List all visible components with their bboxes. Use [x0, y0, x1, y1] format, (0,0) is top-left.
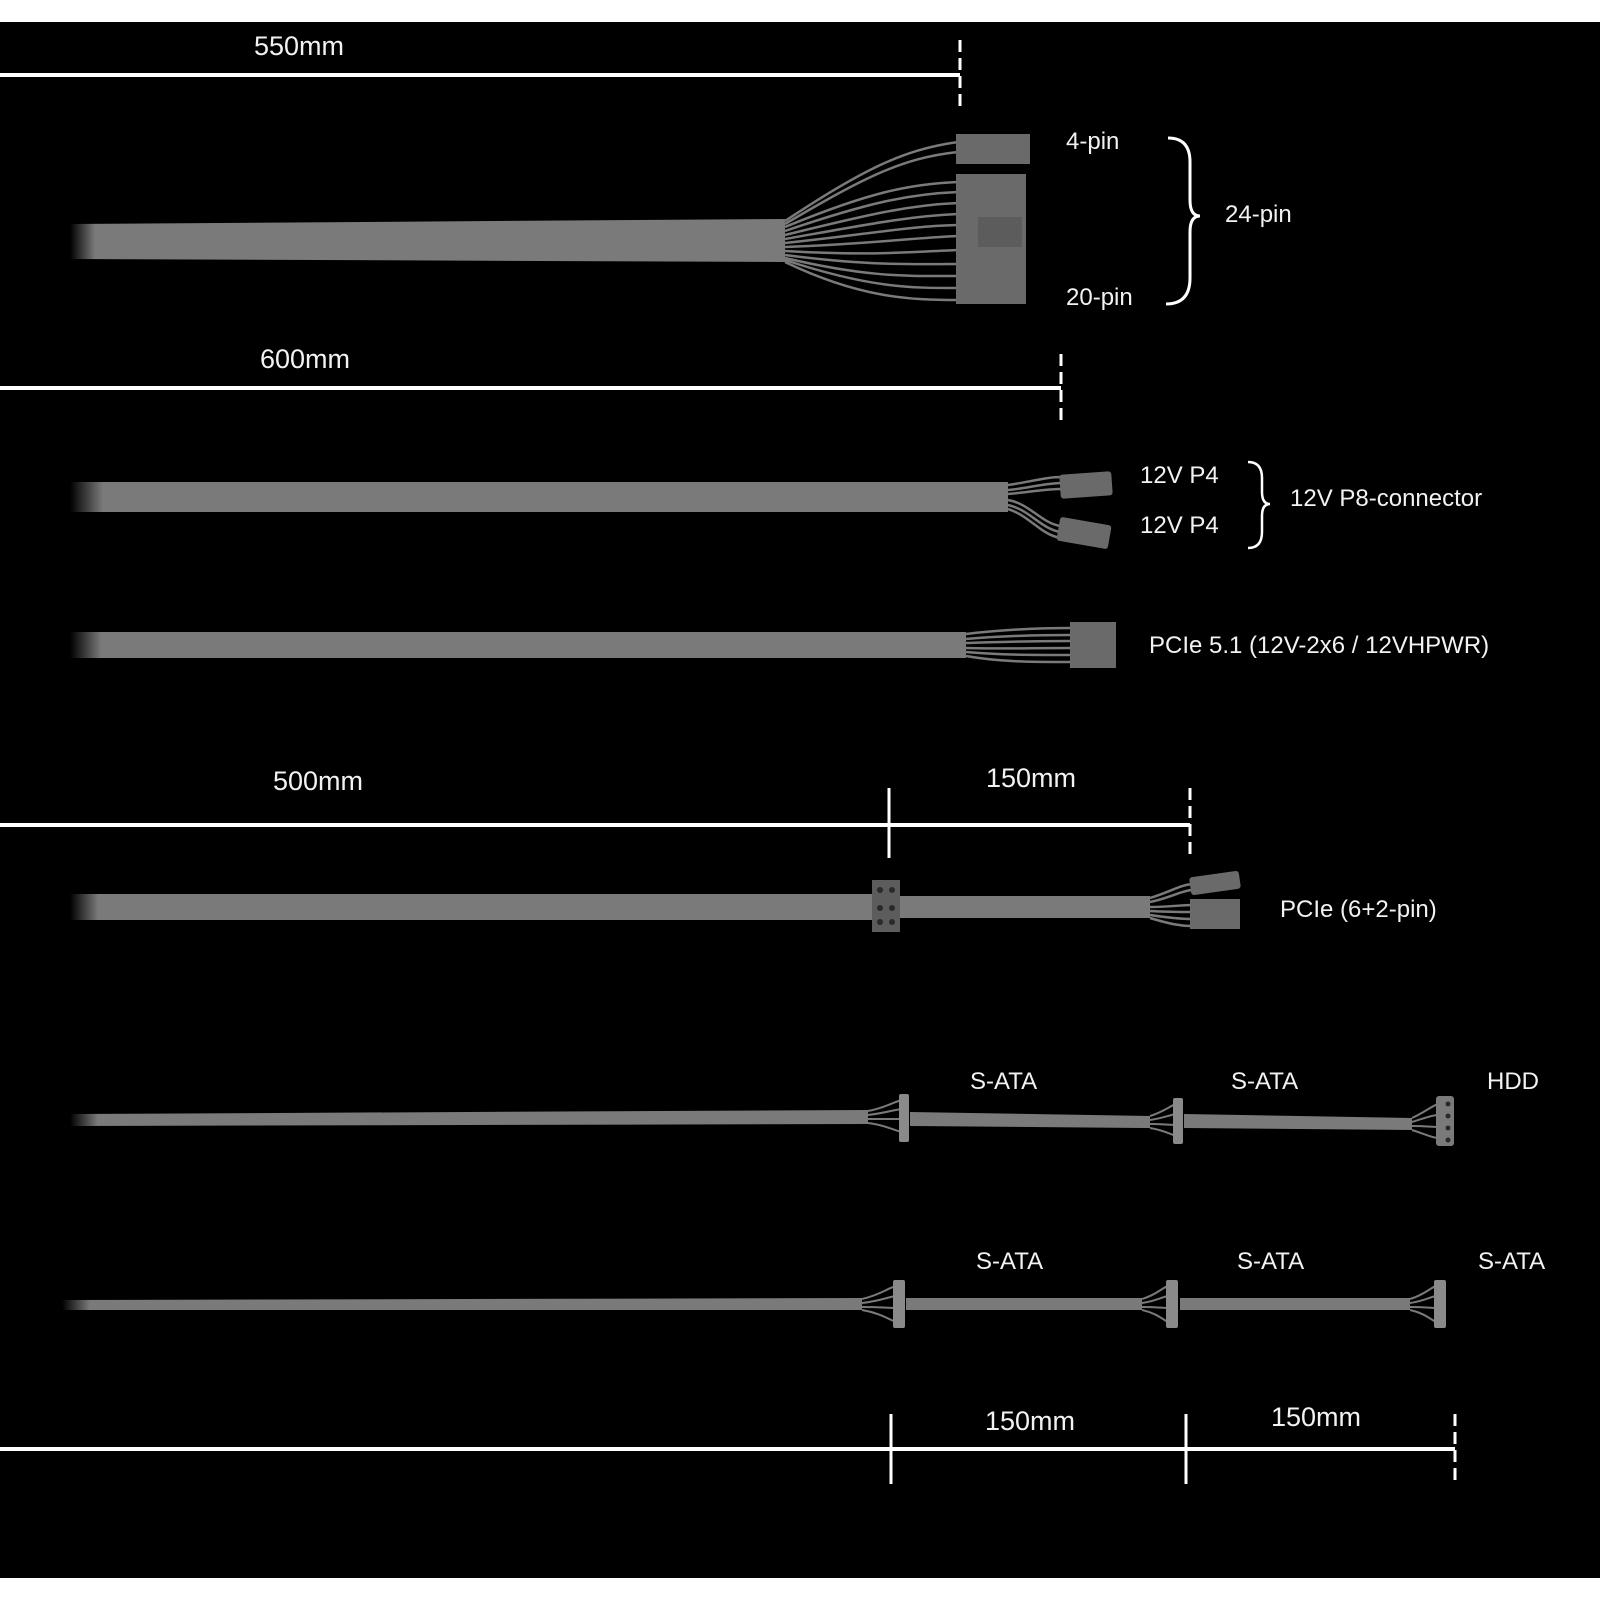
- sata-hdd-connector-2: [1173, 1098, 1183, 1144]
- atx-cable-wires: [784, 140, 959, 302]
- sata-cable: [62, 1280, 1446, 1328]
- atx-latch: [978, 217, 1022, 247]
- sata-connector-3: [1434, 1280, 1446, 1328]
- eps-cable-wires: [1007, 475, 1063, 540]
- label-sata-3: S-ATA: [1478, 1248, 1545, 1275]
- hdd-molex-pins: [1445, 1101, 1451, 1143]
- dimension-label-eps: 600mm: [260, 344, 350, 374]
- sata-hdd-sleeve-seg2: [1184, 1114, 1412, 1130]
- label-12v-p4-bottom: 12V P4: [1140, 512, 1219, 539]
- pcie-cable-wires: [1149, 882, 1193, 928]
- pcie-2pin-connector: [1189, 870, 1241, 896]
- sata-fanout-1: [861, 1285, 897, 1323]
- label-4pin: 4-pin: [1066, 128, 1119, 155]
- dimension-sata: 150mm 150mm: [0, 1402, 1457, 1484]
- brace-24pin: [1165, 136, 1201, 306]
- cable-diagram: 550mm 4-pin 20-pin 24-pin 600mm: [0, 31, 1545, 1484]
- dimension-atx: 550mm: [0, 31, 962, 106]
- dimension-eps: 600mm: [0, 344, 1063, 422]
- pcie5-cable: [70, 622, 1116, 668]
- eps-p4-connector-bottom: [1056, 517, 1112, 549]
- dimension-label-atx: 550mm: [254, 31, 344, 61]
- sata-fanout-2: [1141, 1285, 1169, 1323]
- label-20pin: 20-pin: [1066, 284, 1133, 311]
- sata-connector-2: [1166, 1280, 1178, 1328]
- dimension-label-sata-1: 150mm: [985, 1406, 1075, 1436]
- label-12v-p8-connector: 12V P8-connector: [1290, 485, 1482, 512]
- label-hdd: HDD: [1487, 1068, 1539, 1095]
- label-sata-hdd-2: S-ATA: [1231, 1068, 1298, 1095]
- atx-4pin-connector: [956, 134, 1030, 164]
- label-sata-2: S-ATA: [1237, 1248, 1304, 1275]
- sata-sleeve-seg1: [906, 1298, 1142, 1310]
- sata-fanout-3: [1409, 1285, 1437, 1323]
- pcie5-cable-wires: [965, 626, 1073, 664]
- sata-hdd-connector-1: [899, 1094, 909, 1142]
- label-sata-1: S-ATA: [976, 1248, 1043, 1275]
- sata-sleeve-seg2: [1180, 1298, 1410, 1310]
- dimension-label-pcie-daisy: 150mm: [986, 763, 1076, 793]
- eps-cable: [70, 471, 1113, 549]
- label-24pin: 24-pin: [1225, 201, 1292, 228]
- dimension-label-pcie-main: 500mm: [273, 766, 363, 796]
- atx-cable: [70, 134, 1030, 304]
- dimension-label-sata-2: 150mm: [1271, 1402, 1361, 1432]
- label-sata-hdd-1: S-ATA: [970, 1068, 1037, 1095]
- label-pcie5: PCIe 5.1 (12V-2x6 / 12VHPWR): [1149, 632, 1489, 659]
- hdd-molex-connector: [1436, 1096, 1454, 1146]
- pcie-midpoint-pins: [877, 887, 895, 925]
- pcie-cable-sleeve-main: [70, 894, 875, 920]
- sata-hdd-fanout-3: [1411, 1103, 1439, 1139]
- pcie-midpoint-connector: [872, 880, 900, 932]
- label-pcie-6-2: PCIe (6+2-pin): [1280, 896, 1437, 923]
- brace-12v-p8: [1247, 460, 1271, 550]
- pcie5-cable-sleeve: [70, 632, 966, 658]
- atx-cable-sleeve: [70, 219, 785, 262]
- sata-hdd-sleeve-seg1: [910, 1112, 1150, 1128]
- sata-connector-1: [893, 1280, 905, 1328]
- pcie-cable-sleeve-daisy: [900, 896, 1150, 918]
- dimension-pcie: 500mm 150mm: [0, 763, 1192, 858]
- pcie-6pin-connector: [1190, 899, 1240, 929]
- eps-cable-sleeve: [70, 482, 1008, 512]
- sata-hdd-fanout-2: [1149, 1103, 1177, 1137]
- eps-p4-connector-top: [1059, 471, 1113, 499]
- pcie-cable: [70, 870, 1241, 932]
- pcie5-connector: [1070, 622, 1116, 668]
- label-12v-p4-top: 12V P4: [1140, 462, 1219, 489]
- sata-hdd-fanout-1: [867, 1099, 903, 1133]
- sata-hdd-sleeve-main: [70, 1110, 868, 1126]
- cable-diagram-stage: 550mm 4-pin 20-pin 24-pin 600mm: [0, 22, 1600, 1578]
- sata-sleeve-main: [62, 1298, 862, 1310]
- sata-hdd-cable: [70, 1094, 1454, 1146]
